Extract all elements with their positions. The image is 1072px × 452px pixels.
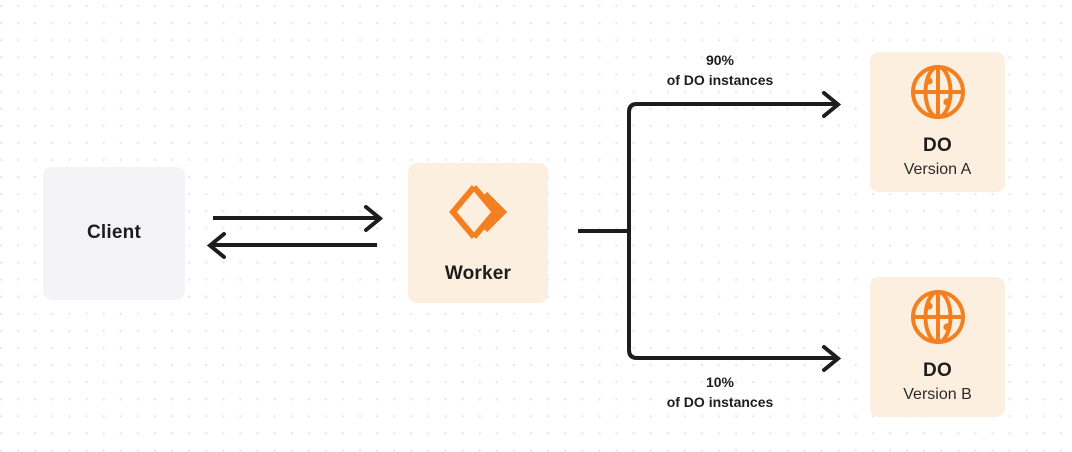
edge-worker-to-do-b-arrowhead — [822, 345, 842, 372]
edge-worker-to-do-a — [627, 91, 842, 231]
node-do-version-a[interactable]: DO Version A — [870, 52, 1005, 192]
node-worker[interactable]: Worker — [408, 163, 548, 303]
edge-worker-to-client — [206, 232, 377, 259]
node-client-label: Client — [87, 222, 141, 244]
node-client[interactable]: Client — [43, 167, 185, 300]
node-worker-label: Worker — [444, 262, 512, 284]
node-do-version-b[interactable]: DO Version B — [870, 277, 1005, 417]
node-do-version-a-sublabel: Version A — [903, 161, 972, 178]
edge-label-do-a-sub: of DO instances — [666, 72, 774, 89]
edge-worker-to-do-a-arrowhead — [822, 91, 842, 118]
node-do-version-a-label: DO — [923, 135, 952, 157]
edge-label-do-a-percent: 90% — [705, 52, 735, 68]
edge-label-do-a: 90% of DO instances — [600, 50, 840, 91]
edge-label-do-b-sub: of DO instances — [666, 394, 774, 411]
edge-label-do-b-percent: 10% — [705, 374, 735, 390]
node-do-version-b-label: DO — [923, 360, 952, 382]
edge-client-to-worker — [213, 205, 384, 232]
edge-label-do-b: 10% of DO instances — [600, 372, 840, 413]
edge-worker-to-do-b — [627, 231, 842, 372]
edge-client-to-worker-arrowhead — [364, 205, 384, 232]
edge-worker-to-client-arrowhead — [206, 232, 226, 259]
cloudflare-workers-icon — [447, 181, 509, 243]
node-do-version-b-sublabel: Version B — [903, 386, 972, 403]
edge-worker-to-do-a-path — [627, 102, 836, 231]
edge-worker-to-do-b-path — [627, 231, 836, 360]
durable-object-globe-icon — [909, 288, 967, 346]
durable-object-globe-icon — [909, 63, 967, 121]
